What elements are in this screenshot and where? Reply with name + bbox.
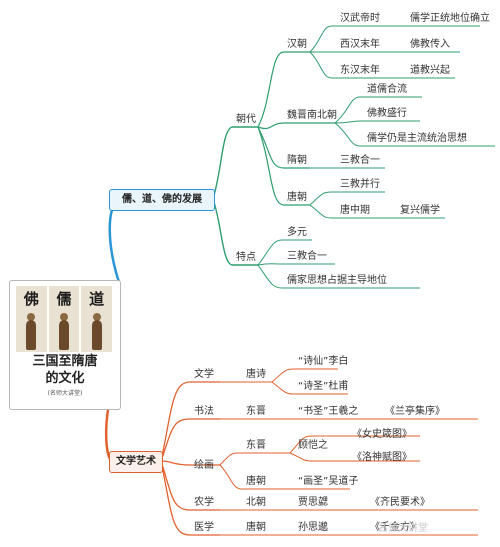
- huihua-gu-work-2[interactable]: 《洛神赋图》: [352, 452, 412, 463]
- han-period-1[interactable]: 汉武帝时: [340, 13, 380, 24]
- shufa-work[interactable]: 《兰亭集序》: [385, 406, 445, 417]
- node-tedian[interactable]: 特点: [236, 252, 256, 263]
- illustration-panel-fo: 佛: [16, 286, 47, 352]
- illustration-panel-dao: 道: [81, 286, 113, 352]
- shufa-person[interactable]: “书圣”王羲之: [298, 406, 359, 417]
- node-weijin[interactable]: 魏晋南北朝: [287, 110, 337, 121]
- node-huihua[interactable]: 绘画: [194, 460, 214, 471]
- tang-item-1[interactable]: 三教并行: [340, 179, 380, 190]
- figure-body-icon: [26, 320, 37, 350]
- han-period-2[interactable]: 西汉末年: [340, 39, 380, 50]
- han-period-3[interactable]: 东汉末年: [340, 65, 380, 76]
- figure-head-icon: [92, 313, 101, 321]
- root-title-line2: 的文化: [45, 371, 85, 386]
- branch-literature-art[interactable]: 文学艺术: [109, 451, 163, 473]
- tang-mid-item[interactable]: 复兴儒学: [400, 205, 440, 216]
- weijin-item-1[interactable]: 道儒合流: [367, 84, 407, 95]
- root-title-line1: 三国至隋唐: [32, 354, 98, 369]
- node-tang[interactable]: 唐朝: [287, 192, 307, 203]
- huihua-gu[interactable]: 顾恺之: [298, 440, 328, 451]
- root-topic-card[interactable]: 佛 儒 道 三国至隋唐 的文化 (名师大讲堂): [9, 280, 121, 410]
- illustration-glyph: 道: [89, 290, 105, 308]
- figure-body-icon: [59, 320, 69, 350]
- watermark: 名师大讲堂: [378, 523, 428, 534]
- node-han[interactable]: 汉朝: [287, 39, 307, 50]
- nongxue-person[interactable]: 贾思勰: [298, 497, 328, 508]
- wenxue-li-bai[interactable]: “诗仙”李白: [298, 356, 349, 367]
- illustration-panel-ru: 儒: [48, 286, 80, 352]
- node-shufa[interactable]: 书法: [194, 406, 214, 417]
- yixue-person[interactable]: 孙思邈: [298, 522, 328, 533]
- root-illustration: 佛 儒 道: [16, 286, 113, 352]
- wenxue-du-fu[interactable]: “诗圣”杜甫: [298, 381, 349, 392]
- tang-mid[interactable]: 唐中期: [340, 205, 370, 216]
- han-event-2[interactable]: 佛教传入: [410, 39, 450, 50]
- figure-head-icon: [60, 313, 68, 321]
- node-nongxue[interactable]: 农学: [194, 497, 214, 508]
- branch-ru-dao-fo[interactable]: 儒、道、佛的发展: [109, 189, 215, 211]
- weijin-item-3[interactable]: 儒学仍是主流统治思想: [367, 133, 467, 144]
- node-sui[interactable]: 隋朝: [287, 155, 307, 166]
- tedian-item-2[interactable]: 三教合一: [287, 251, 327, 262]
- huihua-wu[interactable]: “画圣”吴道子: [298, 476, 359, 487]
- huihua-dongjin[interactable]: 东晋: [246, 440, 266, 451]
- figure-body-icon: [91, 320, 102, 350]
- illustration-glyph: 佛: [23, 290, 39, 308]
- nongxue-work[interactable]: 《齐民要术》: [370, 497, 430, 508]
- figure-head-icon: [27, 313, 36, 321]
- illustration-glyph: 儒: [56, 290, 72, 308]
- sui-item[interactable]: 三教合一: [340, 155, 380, 166]
- han-event-3[interactable]: 道教兴起: [410, 65, 450, 76]
- nongxue-dynasty[interactable]: 北朝: [246, 497, 266, 508]
- yixue-dynasty[interactable]: 唐朝: [246, 522, 266, 533]
- root-title: 三国至隋唐 的文化: [10, 353, 120, 387]
- root-subtitle: (名师大讲堂): [47, 390, 83, 397]
- tedian-item-1[interactable]: 多元: [287, 227, 307, 238]
- huihua-tang[interactable]: 唐朝: [246, 476, 266, 487]
- node-wenxue[interactable]: 文学: [194, 369, 214, 380]
- shufa-dynasty[interactable]: 东晋: [246, 406, 266, 417]
- han-event-1[interactable]: 儒学正统地位确立: [410, 13, 490, 24]
- huihua-gu-work-1[interactable]: 《女史箴图》: [352, 429, 412, 440]
- wenxue-dynasty[interactable]: 唐诗: [246, 369, 266, 380]
- node-chaodai[interactable]: 朝代: [236, 114, 256, 125]
- tedian-item-3[interactable]: 儒家思想占据主导地位: [287, 275, 387, 286]
- weijin-item-2[interactable]: 佛教盛行: [367, 108, 407, 119]
- node-yixue[interactable]: 医学: [194, 522, 214, 533]
- yixue-work[interactable]: 《千金方》: [370, 522, 420, 533]
